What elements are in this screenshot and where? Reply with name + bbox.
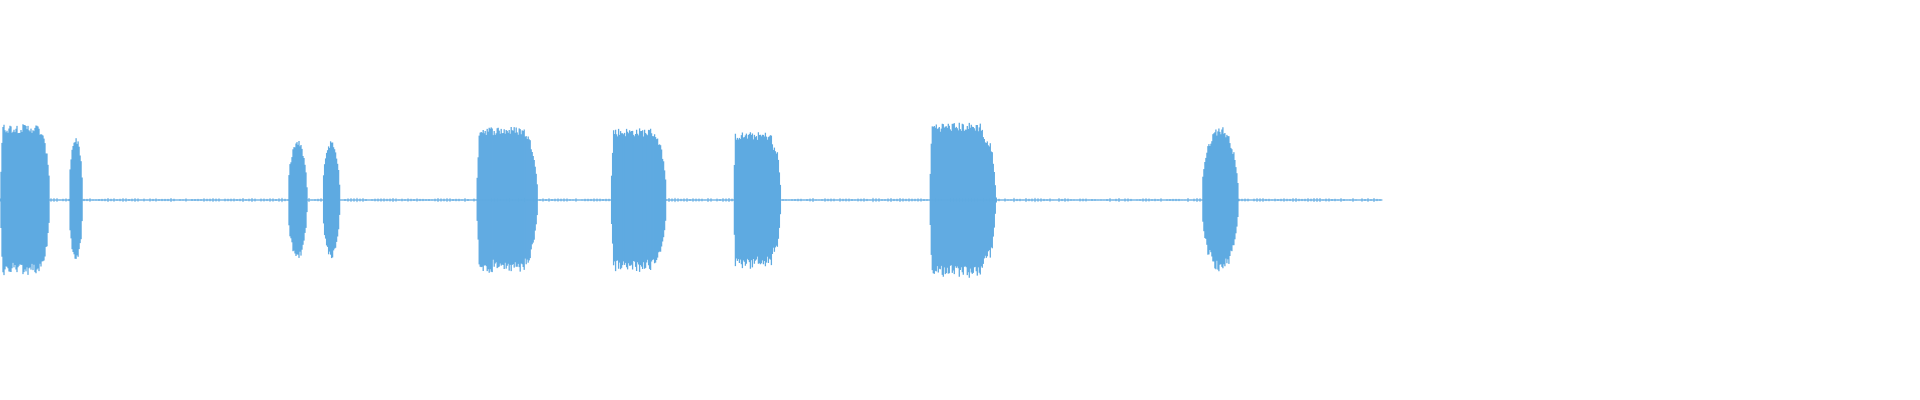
waveform-noise bbox=[0, 197, 1381, 203]
waveform-burst bbox=[733, 132, 782, 269]
waveform-burst bbox=[476, 127, 538, 273]
waveform-burst bbox=[322, 141, 341, 259]
waveform-burst bbox=[288, 141, 308, 258]
waveform-burst bbox=[1202, 127, 1239, 272]
waveform-burst bbox=[0, 124, 50, 276]
waveform-burst bbox=[610, 128, 667, 272]
waveform-burst bbox=[69, 138, 83, 259]
waveform-burst bbox=[929, 122, 997, 278]
